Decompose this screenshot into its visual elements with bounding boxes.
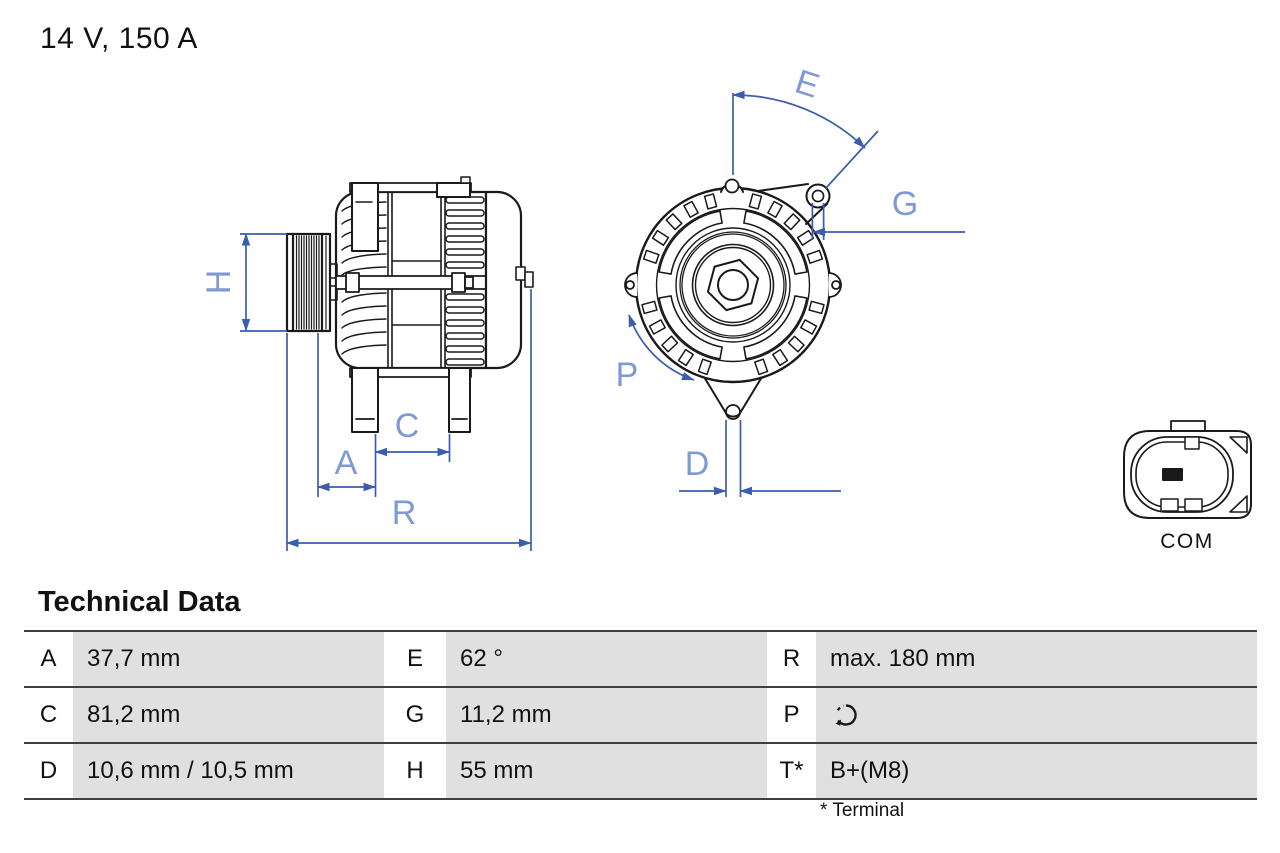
com-connector: [1123, 420, 1252, 519]
table-value: max. 180 mm: [816, 632, 1257, 688]
dim-label-g: G: [892, 185, 918, 223]
pulley: [285, 232, 338, 333]
dim-label-h: H: [200, 270, 238, 295]
table-value: B+(M8): [816, 744, 1257, 800]
side-ears: [624, 272, 842, 298]
shaft-nut: [706, 258, 760, 312]
dim-label-a: A: [335, 444, 358, 482]
through-bolt: [335, 272, 487, 293]
terminal-footnote: * Terminal: [820, 800, 905, 821]
com-connector-label: COM: [1160, 530, 1214, 553]
table-value: 81,2 mm: [73, 688, 384, 744]
table-key: H: [384, 744, 446, 800]
dim-label-e: E: [791, 63, 824, 106]
top-lug: [720, 178, 744, 194]
rear-cover: [484, 190, 534, 370]
connector-pin: [1162, 468, 1183, 481]
front-view-dimensions: [628, 90, 965, 497]
technical-data-table: A 37,7 mm E 62 ° R max. 180 mm C 81,2 mm…: [24, 630, 1257, 800]
dimension-h: [240, 233, 287, 332]
dim-label-p: P: [616, 356, 639, 394]
dim-label-r: R: [392, 494, 417, 532]
segmented-ring: [658, 210, 808, 360]
table-key: A: [24, 632, 73, 688]
side-view-dimensions: [240, 233, 532, 551]
table-value: [816, 688, 1257, 744]
technical-data-heading: Technical Data: [38, 586, 241, 618]
dimension-g: [811, 203, 965, 240]
front-view-drawing: [624, 178, 842, 420]
table-key: C: [24, 688, 73, 744]
table-key: P: [767, 688, 816, 744]
dimension-r: [286, 289, 532, 551]
rotation-direction-icon: [835, 704, 857, 726]
table-key: E: [384, 632, 446, 688]
table-key: T*: [767, 744, 816, 800]
table-value: 37,7 mm: [73, 632, 384, 688]
table-key: D: [24, 744, 73, 800]
dimension-p: [628, 314, 695, 381]
connector-chamfer-bottom: [1229, 495, 1248, 513]
page-title: 14 V, 150 A: [40, 22, 198, 55]
side-view-drawing: [285, 176, 534, 433]
cooling-fins-right: [445, 196, 485, 366]
table-value: 10,6 mm / 10,5 mm: [73, 744, 384, 800]
b-plus-terminal: [515, 266, 526, 281]
dimension-d: [679, 420, 841, 497]
mounting-lugs: [351, 176, 471, 433]
table-key: R: [767, 632, 816, 688]
connector-chamfer-top: [1229, 436, 1248, 454]
dimension-e: [732, 90, 879, 189]
table-value: 62 °: [446, 632, 767, 688]
dimension-c: [374, 434, 451, 462]
bottom-lug: [703, 376, 763, 420]
dim-label-d: D: [685, 445, 710, 483]
table-value: 55 mm: [446, 744, 767, 800]
dim-label-c: C: [395, 407, 420, 445]
table-key: G: [384, 688, 446, 744]
table-value: 11,2 mm: [446, 688, 767, 744]
dimension-a: [317, 333, 377, 497]
